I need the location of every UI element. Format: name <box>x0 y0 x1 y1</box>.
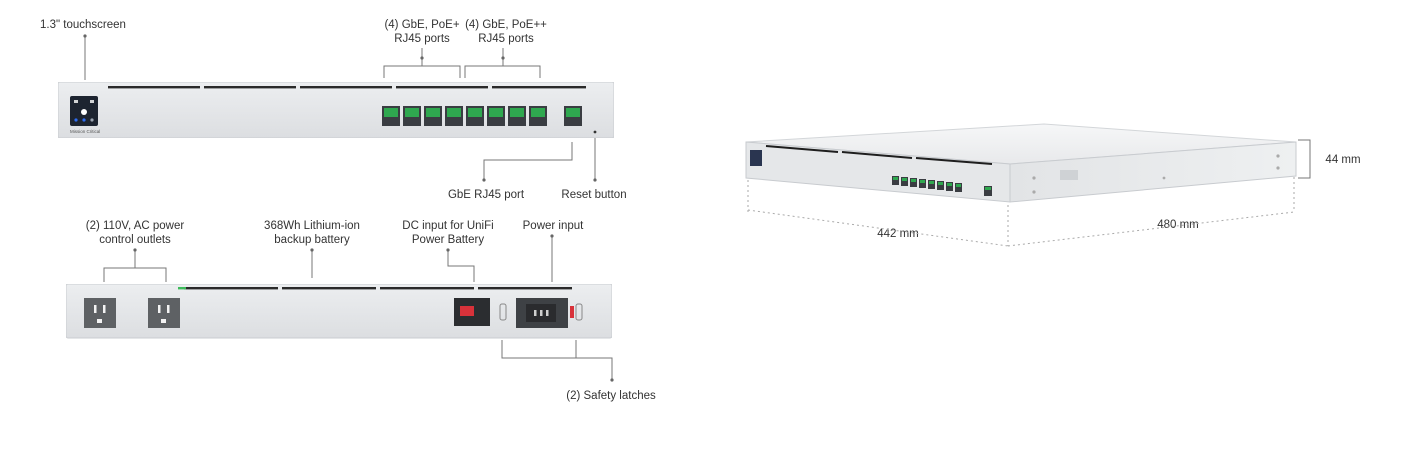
reset-button-label-line1: Reset button <box>561 189 627 201</box>
battery-label-line2: backup battery <box>274 234 350 246</box>
gbe-port-label: GbE RJ45 port <box>444 188 528 202</box>
power-input-label: Power input <box>514 219 592 233</box>
reset-pinhole <box>593 130 597 134</box>
power-input-label-line1: Power input <box>522 220 584 232</box>
height-dimension-label: 44 mm <box>1318 153 1368 167</box>
depth-dimension-text: 442 mm <box>877 228 919 240</box>
poe-plusplus-label: (4) GbE, PoE++ RJ45 ports <box>462 18 550 46</box>
poe-plusplus-label-line1: (4) GbE, PoE++ <box>465 19 547 31</box>
depth-dimension-label: 442 mm <box>868 227 928 241</box>
touchscreen-display <box>70 96 98 126</box>
dc-input-connector <box>454 298 490 326</box>
outlets-label: (2) 110V, AC power control outlets <box>78 219 192 247</box>
poe-plus-bracket <box>383 65 461 78</box>
poe-plus-label-line2: RJ45 ports <box>394 33 450 45</box>
reset-button-label: Reset button <box>556 188 632 202</box>
height-bracket <box>1298 139 1311 179</box>
poe-plusplus-label-line2: RJ45 ports <box>478 33 534 45</box>
uplink-rj45-port <box>564 106 582 126</box>
ac-outlet-1 <box>84 298 116 328</box>
ac-outlet-2 <box>148 298 180 328</box>
dc-input-label-line2: Power Battery <box>411 234 485 246</box>
poe-plus-label-line1: (4) GbE, PoE+ <box>384 19 460 31</box>
outlets-bracket <box>103 267 167 282</box>
safety-latch-2 <box>575 303 583 321</box>
latches-bracket <box>501 340 577 359</box>
gbe-port-label-line1: GbE RJ45 port <box>447 189 525 201</box>
safety-latches-label-line1: (2) Safety latches <box>566 390 656 402</box>
brand-mark: Mission Critical <box>70 129 100 134</box>
front-panel: Mission Critical <box>58 82 614 138</box>
safety-latch-1 <box>499 303 507 321</box>
outlets-label-line1: (2) 110V, AC power <box>85 220 185 232</box>
dc-input-leader <box>447 250 475 282</box>
width-dimension-label: 480 mm <box>1148 218 1208 232</box>
outlets-label-line2: control outlets <box>99 234 171 246</box>
rear-panel <box>66 284 612 339</box>
touchscreen-label: 1.3" touchscreen <box>40 18 126 32</box>
battery-label-line1: 368Wh Lithium-ion <box>264 220 360 232</box>
power-inlet <box>516 298 574 328</box>
poe-plus-label: (4) GbE, PoE+ RJ45 ports <box>378 18 466 46</box>
dc-input-label: DC input for UniFi Power Battery <box>392 219 504 247</box>
depth-dimension-line <box>747 209 1009 247</box>
width-dimension-text: 480 mm <box>1157 219 1199 231</box>
dc-input-label-line1: DC input for UniFi <box>402 220 494 232</box>
isometric-device-view <box>745 123 1297 203</box>
battery-label: 368Wh Lithium-ion backup battery <box>254 219 370 247</box>
width-dimension-line <box>1007 211 1295 247</box>
safety-latches-label: (2) Safety latches <box>560 389 662 403</box>
height-dimension-text: 44 mm <box>1325 154 1361 166</box>
touchscreen-label-line1: 1.3" touchscreen <box>40 19 126 31</box>
poe-plusplus-bracket <box>464 65 541 78</box>
rj45-ports <box>382 106 547 126</box>
gbe-port-leader <box>483 142 573 180</box>
